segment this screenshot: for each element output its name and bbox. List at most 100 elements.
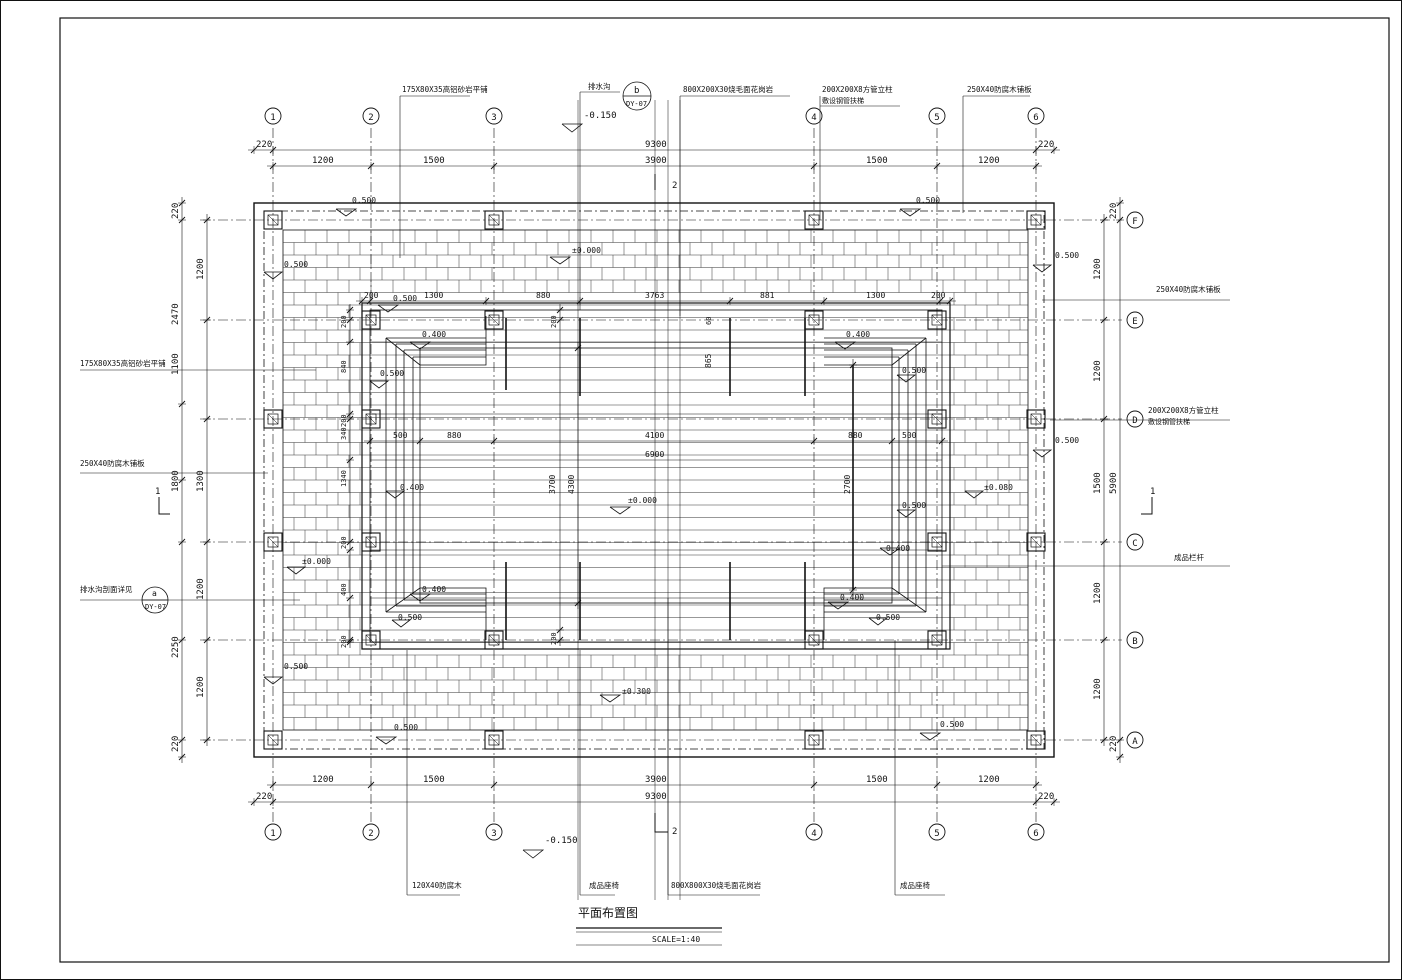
dim-small-200-e: 200: [550, 315, 558, 328]
note-railing-right: 成品栏杆: [1174, 552, 1204, 562]
axis-bubble-top: [928, 107, 946, 125]
dimension-lines: [178, 146, 1124, 806]
column-hatch: [488, 314, 500, 326]
column-square: [484, 310, 504, 330]
dim-inner-500-a: 500: [393, 431, 408, 440]
column-square: [927, 409, 947, 429]
column-square: [1026, 730, 1046, 750]
note-timber-bottom: 120X40防腐木: [412, 880, 462, 890]
column-square: [361, 409, 381, 429]
dim-left-edge-bottom: 220: [171, 736, 181, 752]
elev-500-i: 0.500: [393, 294, 417, 303]
seat-step-line: [420, 587, 487, 640]
column-square: [1026, 210, 1046, 230]
dim-left-1200-c: 1200: [196, 676, 206, 698]
seat-step-line: [385, 587, 421, 613]
column-inner: [267, 536, 279, 548]
column-square: [361, 630, 381, 650]
dim-left-2250: 2250: [171, 636, 181, 658]
elev-400-e: 0.400: [422, 585, 446, 594]
dim-right-total: 5900: [1109, 472, 1119, 494]
detail-mark-left: a DY-07: [141, 586, 169, 614]
axis-row-E: E: [1132, 317, 1137, 327]
dim-top-mid: 3900: [645, 156, 667, 166]
column-markers: [263, 210, 1046, 750]
elev-500-l: 0.500: [902, 366, 926, 375]
axis-bubble-bottom: [1027, 823, 1045, 841]
note-sandstone-left: 175X80X35高铝砂岩平铺: [80, 358, 166, 368]
drawing-scale: SCALE=1:40: [652, 935, 700, 944]
dim-inner-1300-a: 1300: [424, 291, 443, 300]
elev-500-d: 0.500: [1055, 251, 1079, 260]
note-drain-detail-left: 排水沟剖面详见: [80, 584, 133, 594]
detail-top-ref: DY-07: [626, 100, 647, 108]
elev-400-b: 0.400: [846, 330, 870, 339]
dim-right-edge-bottom: 220: [1109, 736, 1119, 752]
note-steel-column-top-b: 敷设钢管扶梯: [822, 96, 864, 105]
dim-bottom-1200-right: 1200: [978, 775, 1000, 785]
dim-inner-880-c: 880: [848, 431, 863, 440]
axis-bubble-right: [1126, 311, 1144, 329]
dim-left-1100: 1100: [171, 353, 181, 375]
column-inner: [808, 734, 820, 746]
inner-frame: [59, 17, 1390, 963]
dim-left-2470: 2470: [171, 303, 181, 325]
column-hatch: [1030, 536, 1042, 548]
elev-500-e: 0.500: [1055, 436, 1079, 445]
central-pit: [419, 347, 893, 604]
column-hatch: [808, 214, 820, 226]
dim-inner-3763: 3763: [645, 291, 664, 300]
column-inner: [488, 634, 500, 646]
elev-400-c: 0.400: [400, 483, 424, 492]
note-bench-bottom-a: 成品座椅: [589, 880, 619, 890]
note-granite-200: 800X200X30烧毛面花岗岩: [683, 84, 774, 94]
dim-inner-880-b: 880: [447, 431, 462, 440]
dim-top-edge-left: 220: [256, 140, 272, 150]
cut-right-label: 1: [1150, 487, 1155, 497]
column-hatch: [1030, 214, 1042, 226]
column-square: [804, 310, 824, 330]
elev-bottom-minus150: -0.150: [545, 836, 578, 846]
column-square: [484, 630, 504, 650]
elevation-marks: -0.150 -0.150 0.500 0.500 0.500 0.500 0.…: [263, 111, 1079, 859]
column-square: [263, 409, 283, 429]
dim-small-60: 60: [705, 317, 713, 325]
column-square: [263, 532, 283, 552]
column-square: [484, 730, 504, 750]
axis-col-3-top: 3: [491, 113, 496, 123]
axis-labels: 1 2 3 4 5 6 1 2 3 4 5 6 F E D C B A: [270, 113, 1138, 839]
axis-bubble-right: [1126, 211, 1144, 229]
column-inner: [488, 214, 500, 226]
elev-500-m: 0.500: [902, 501, 926, 510]
dim-inner-1300-b: 1300: [866, 291, 885, 300]
dim-top-1200-right: 1200: [978, 156, 1000, 166]
dim-left-1800: 1800: [171, 470, 181, 492]
dim-left-1300: 1300: [196, 470, 206, 492]
axis-bubble-top: [1027, 107, 1045, 125]
column-inner: [931, 536, 943, 548]
axis-bubble-bottom: [362, 823, 380, 841]
axis-col-3-bottom: 3: [491, 829, 496, 839]
column-inner: [808, 634, 820, 646]
elev-400-d: 0.400: [886, 544, 910, 553]
cut-top-label: 2: [672, 181, 677, 191]
dim-inner-4100: 4100: [645, 431, 664, 440]
column-inner: [365, 413, 377, 425]
dim-inner-880-a: 880: [536, 291, 551, 300]
outer-paving-edge: [263, 210, 1045, 750]
note-steel-column-top: 200X200X8方管立柱: [822, 84, 893, 94]
column-hatch: [808, 314, 820, 326]
column-square: [927, 532, 947, 552]
column-inner: [808, 314, 820, 326]
axis-bubble-bottom: [264, 823, 282, 841]
dim-small-1340: 1340: [340, 470, 348, 487]
elev-zero-c: ±0.000: [302, 557, 331, 566]
detail-left-ref: DY-07: [145, 603, 166, 611]
dim-bottom-edge-left: 220: [256, 792, 272, 802]
axis-bubble-right: [1126, 533, 1144, 551]
column-hatch: [267, 734, 279, 746]
elev-400-a: 0.400: [422, 330, 446, 339]
column-square: [361, 310, 381, 330]
dim-right-1200-b: 1200: [1093, 360, 1103, 382]
axis-row-D: D: [1132, 416, 1137, 426]
